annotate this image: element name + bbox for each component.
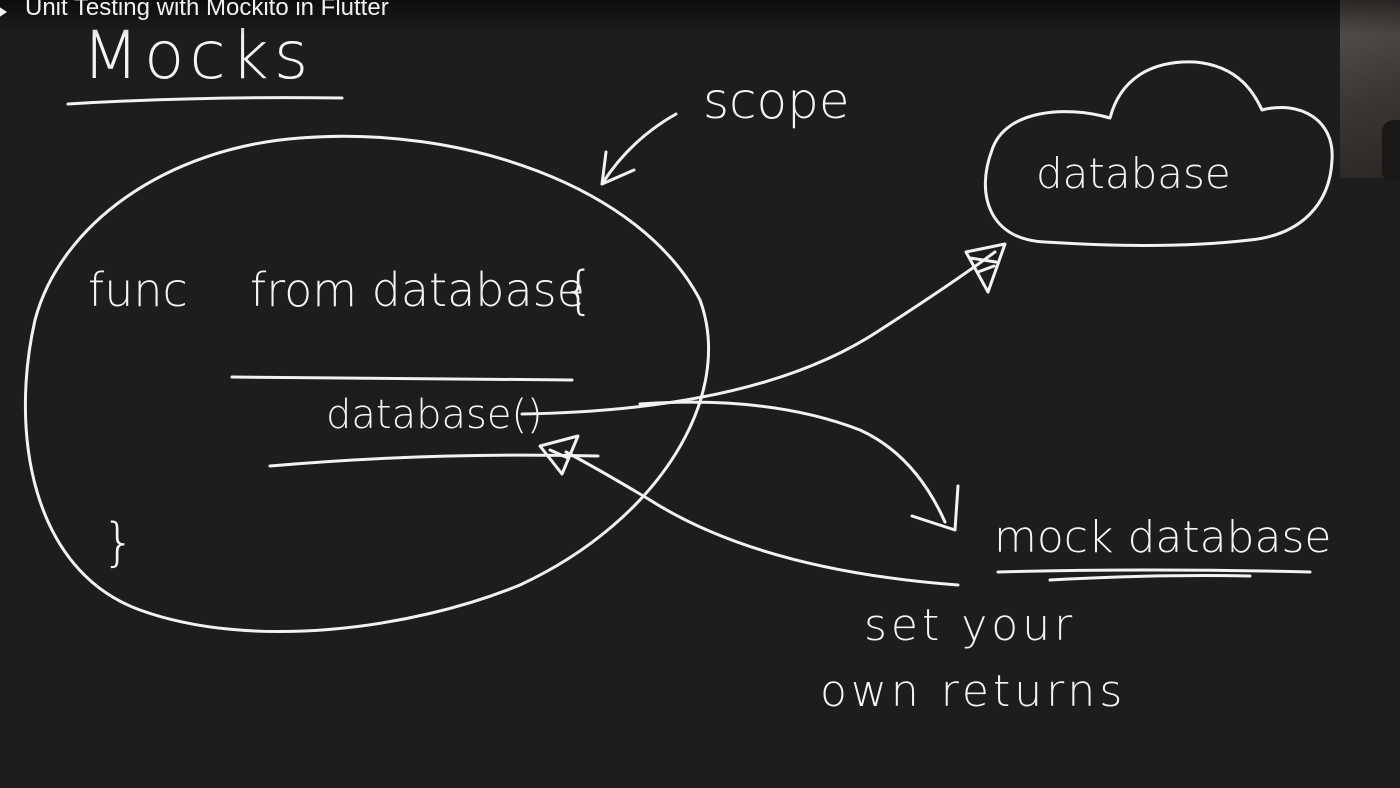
arrow-to-mock-head xyxy=(910,484,960,532)
return-arrow xyxy=(564,450,960,587)
note-line-2: own returns xyxy=(820,666,1126,717)
video-title[interactable]: Unit Testing with Mockito in Flutter xyxy=(25,0,389,21)
mock-underline-1 xyxy=(996,568,1312,574)
code-line-top xyxy=(230,375,574,382)
scope-arrow-head xyxy=(600,150,636,186)
note-line-1: set your xyxy=(864,600,1076,651)
mock-underline-2 xyxy=(1048,574,1252,582)
code-line-bottom xyxy=(268,453,600,468)
arrow-to-mock xyxy=(638,400,947,524)
arrow-to-database xyxy=(520,250,997,416)
arrow-to-database-head xyxy=(964,242,1007,294)
function-scope-blob xyxy=(23,134,710,633)
mock-database-label: mock database xyxy=(994,512,1331,563)
close-brace: } xyxy=(102,513,135,573)
database-cloud xyxy=(983,60,1334,247)
scope-arrow xyxy=(600,112,678,186)
heading-underline xyxy=(66,96,344,106)
open-brace: { xyxy=(562,261,595,321)
play-icon[interactable] xyxy=(0,6,7,18)
presenter-silhouette xyxy=(1382,120,1400,180)
database-call: database() xyxy=(326,392,543,438)
scope-label: scope xyxy=(703,72,850,130)
function-name: from database xyxy=(250,263,585,317)
return-arrow-head xyxy=(538,434,580,476)
cloud-database-label: database xyxy=(1036,149,1231,198)
video-title-bar: Unit Testing with Mockito in Flutter xyxy=(0,0,1400,36)
func-keyword: func xyxy=(88,263,188,317)
